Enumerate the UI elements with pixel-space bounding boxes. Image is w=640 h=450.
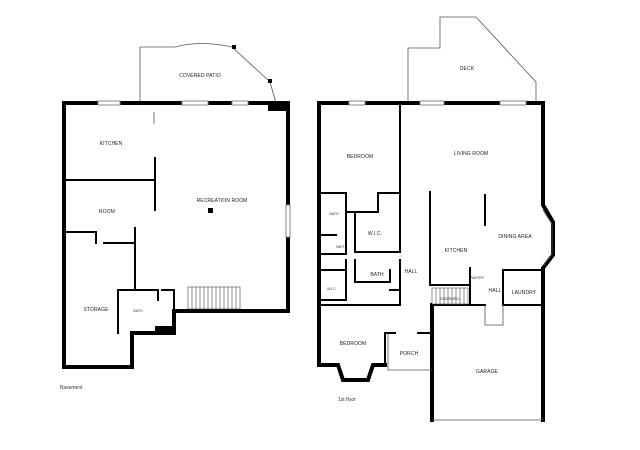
label-bath-tiny: BATH (336, 245, 346, 249)
label-bedroom-bottom: BEDROOM (340, 341, 367, 347)
window (231, 100, 249, 106)
interior-wall (469, 267, 486, 306)
label-kitchen: KITCHEN (445, 248, 468, 254)
window (181, 100, 209, 106)
label-wic-small: W.I.C. (327, 287, 337, 291)
first-floor-plan: DECK BEDROOM LIVING ROOM BATH W.I.C. BAT… (317, 16, 555, 422)
covered-patio-outline (139, 43, 277, 104)
label-basement-bath: BATH (133, 309, 143, 313)
interior-wall (502, 269, 544, 306)
interior-wall (161, 289, 175, 312)
label-dining-area: DINING AREA (498, 234, 532, 240)
label-bath-small: BATH (329, 212, 339, 216)
label-basement-room: ROOM (99, 209, 115, 215)
wall-block (268, 103, 288, 111)
interior-wall (63, 231, 97, 244)
wall-block (155, 326, 174, 333)
patio-post (232, 45, 236, 49)
window (419, 100, 445, 106)
label-recreation-room: RECREATION ROOM (197, 198, 248, 204)
entry-step (484, 305, 504, 326)
basement-stairs (187, 286, 241, 310)
porch-outline (387, 333, 432, 371)
label-basement-kitchen: KITCHEN (100, 141, 123, 147)
window (499, 100, 527, 106)
label-deck: DECK (460, 66, 475, 72)
interior-wall (429, 191, 471, 286)
deck-outline (407, 16, 537, 103)
first-floor-exterior-wall (317, 101, 555, 422)
basement-plan: COVERED PATIO KITCHEN ROOM RECREATION RO… (60, 43, 291, 391)
window (285, 204, 291, 238)
label-hall-left: HALL (405, 269, 418, 275)
interior-wall (384, 332, 433, 366)
interior-wall (103, 242, 136, 334)
label-porch: PORCH (400, 351, 419, 357)
label-wic-large: W.I.C. (368, 231, 382, 237)
interior-wall (318, 289, 401, 306)
window (348, 100, 366, 106)
label-storage: STORAGE (83, 307, 109, 313)
label-bedroom-top: BEDROOM (347, 154, 374, 160)
interior-wall (318, 259, 347, 301)
label-hall-right: HALL (489, 288, 502, 294)
interior-wall (354, 209, 401, 253)
stairwell (431, 287, 469, 305)
interior-wall (318, 211, 347, 255)
label-bath-mid: BATH (370, 272, 384, 278)
support-column (208, 208, 213, 213)
caption-first-floor: 1st floor (338, 397, 356, 403)
label-stairwell: STAIRWELL (440, 297, 460, 301)
interior-wall (354, 259, 391, 283)
label-pantry: PANTRY (470, 276, 485, 280)
label-living-room: LIVING ROOM (454, 151, 488, 157)
caption-basement: Basement (60, 385, 83, 391)
interior-wall (117, 289, 159, 301)
patio-post (268, 79, 272, 83)
interior-wall (345, 192, 379, 213)
bay-window (542, 209, 553, 267)
interior-wall (63, 157, 156, 181)
basement-exterior-wall (62, 101, 290, 369)
window (97, 100, 121, 106)
first-floor-exterior-wall (317, 101, 387, 382)
label-covered-patio: COVERED PATIO (179, 73, 221, 79)
label-garage: GARAGE (476, 369, 499, 375)
label-laundry: LAUNDRY (512, 290, 537, 296)
